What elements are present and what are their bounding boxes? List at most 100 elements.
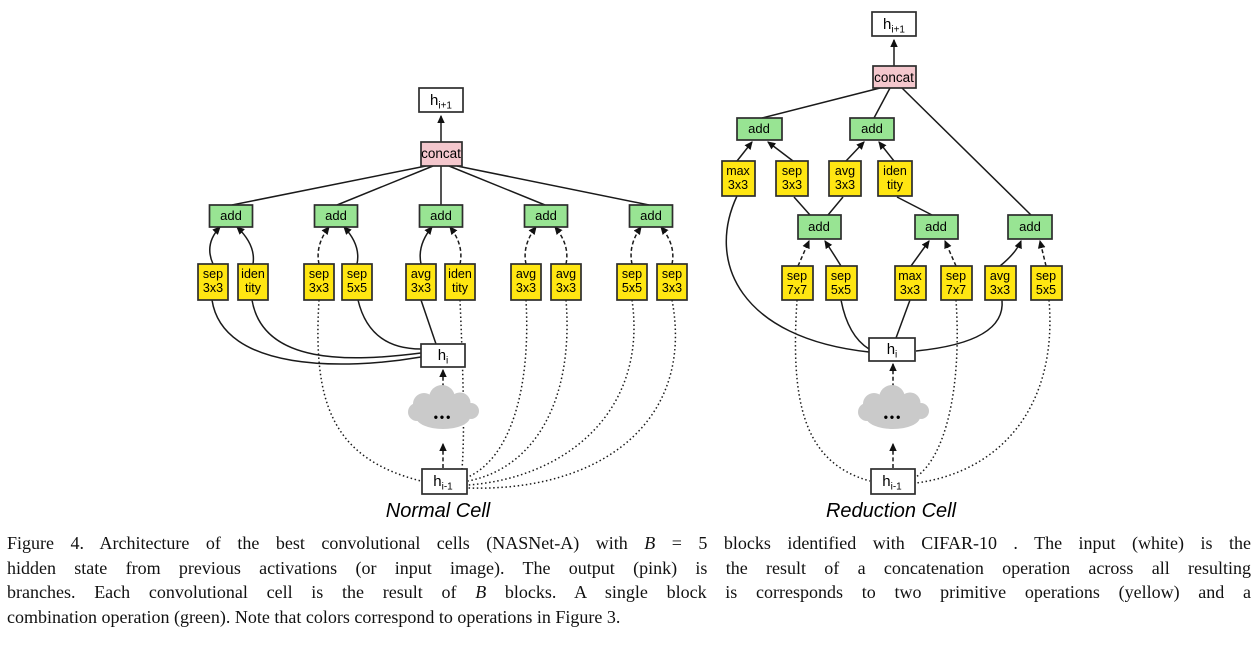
- add-label: add: [1019, 219, 1041, 234]
- reduction-lower-add-node: add: [914, 214, 959, 240]
- h-out-box: [418, 87, 464, 113]
- add-label: add: [430, 208, 452, 223]
- op-box: [828, 160, 862, 197]
- op-box: [1030, 265, 1063, 301]
- normal-add-node: add: [418, 204, 464, 228]
- op-box: [656, 263, 688, 301]
- h-out-label: hi+1: [430, 92, 452, 112]
- h-prev-box: [870, 468, 916, 495]
- add-box: [736, 117, 783, 141]
- op-box: [405, 263, 437, 301]
- h-out-label: hi+1: [883, 16, 905, 36]
- normal-prev-state-node: hi-1: [421, 468, 468, 495]
- add-label: add: [861, 121, 883, 136]
- normal-cell-title: Normal Cell: [386, 500, 491, 522]
- normal-add-node: add: [208, 204, 254, 228]
- add-box: [208, 204, 254, 228]
- op-box: [197, 263, 229, 301]
- normal-concat-node: concat: [420, 141, 463, 167]
- normal-add-node: add: [523, 204, 569, 228]
- add-box: [628, 204, 674, 228]
- op-box: [894, 265, 927, 301]
- add-box: [797, 214, 842, 240]
- op-box: [984, 265, 1017, 301]
- add-box: [523, 204, 569, 228]
- h-prev-label: hi-1: [433, 473, 453, 493]
- op-box: [825, 265, 858, 301]
- add-label: add: [925, 219, 947, 234]
- reduction-prev-state-node: hi-1: [870, 468, 916, 495]
- concat-box: [872, 65, 917, 89]
- caption-line-1: Figure 4. Architecture of the best convo…: [7, 533, 1251, 553]
- caption-line-4: combination operation (green). Note that…: [7, 606, 621, 627]
- op-box: [616, 263, 648, 301]
- concat-label: concat: [874, 70, 914, 85]
- reduction-lower-add-node: add: [1007, 214, 1053, 240]
- normal-hidden-state-node: hi: [420, 343, 466, 368]
- cloud-ellipsis: •••: [884, 410, 903, 424]
- h-i-box: [868, 337, 916, 362]
- h-out-box: [871, 11, 917, 37]
- op-box: [237, 263, 269, 301]
- add-box: [914, 214, 959, 240]
- op-box: [510, 263, 542, 301]
- normal-add-node: add: [628, 204, 674, 228]
- concat-label: concat: [421, 146, 461, 161]
- add-box: [849, 117, 895, 141]
- h-i-label: hi: [887, 341, 898, 361]
- add-box: [313, 204, 359, 228]
- figure-caption: Figure 4. Architecture of the best convo…: [7, 531, 1251, 629]
- concat-box: [420, 141, 463, 167]
- op-box: [550, 263, 582, 301]
- op-box: [781, 265, 814, 301]
- add-label: add: [325, 208, 347, 223]
- h-i-label: hi: [438, 347, 449, 367]
- cloud-ellipsis: •••: [434, 410, 453, 424]
- op-box: [775, 160, 809, 197]
- hidden-states-cloud-icon: •••: [408, 385, 479, 429]
- add-label: add: [808, 219, 830, 234]
- h-i-box: [420, 343, 466, 368]
- add-box: [418, 204, 464, 228]
- add-label: add: [640, 208, 662, 223]
- op-box: [877, 160, 913, 197]
- normal-cell: ••• hi+1 concat add add add add: [197, 87, 688, 522]
- reduction-hidden-state-node: hi: [868, 337, 916, 362]
- add-label: add: [535, 208, 557, 223]
- reduction-lower-add-node: add: [797, 214, 842, 240]
- caption-line-3: branches. Each convolutional cell is the…: [7, 582, 1252, 602]
